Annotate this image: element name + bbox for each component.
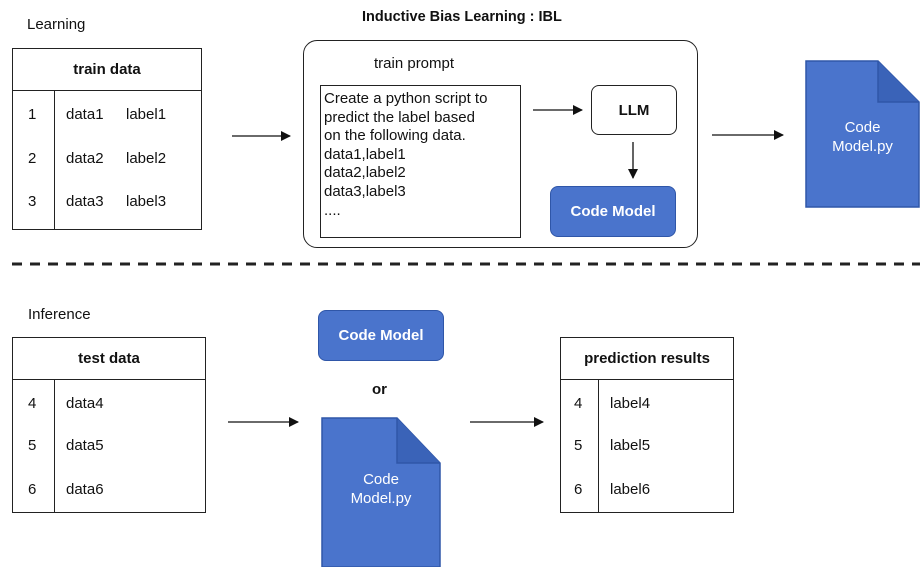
code-model-box: Code Model (550, 186, 676, 237)
code-model-file: Code Model.py (805, 60, 920, 208)
code-model-file-label: Code Model.py (805, 118, 920, 156)
or-label: or (372, 381, 387, 398)
prompt-line: on the following data. (324, 127, 466, 145)
diagram-title: Inductive Bias Learning : IBL (362, 9, 562, 25)
row-index: 5 (574, 437, 583, 454)
row-index: 6 (574, 481, 583, 498)
inference-code-model-file: Code Model.py (321, 417, 441, 567)
row-index: 5 (28, 437, 37, 454)
prediction-results-header: prediction results (561, 338, 733, 380)
doc-label-line2: Model.py (832, 138, 893, 155)
inference-file-label: Code Model.py (321, 470, 441, 508)
train-prompt-caption: train prompt (374, 55, 455, 72)
train-data-header: train data (13, 49, 201, 91)
prompt-line: predict the label based (324, 108, 475, 126)
doc-label-line1: Code (363, 471, 399, 488)
row-index: 1 (28, 106, 37, 123)
prompt-line: data3,label3 (324, 182, 406, 200)
row-label: label2 (126, 150, 167, 167)
inference-code-model-box: Code Model (318, 310, 444, 361)
prompt-line: data2,label2 (324, 164, 406, 182)
row-index: 2 (28, 150, 37, 167)
row-data: data2 (66, 150, 104, 167)
row-label: label4 (610, 395, 651, 412)
ibl-container (303, 40, 698, 248)
document-icon (321, 417, 441, 567)
row-data: data5 (66, 437, 104, 454)
row-data: data1 (66, 106, 104, 123)
prompt-line: .... (324, 201, 341, 219)
test-data-table: test data 4 data4 5 data5 6 data6 (12, 337, 206, 513)
inference-section-label: Inference (28, 306, 91, 323)
llm-box: LLM (591, 85, 677, 135)
learning-section-label: Learning (27, 16, 86, 33)
test-data-header: test data (13, 338, 205, 380)
row-data: data6 (66, 481, 104, 498)
prompt-line: data1,label1 (324, 145, 406, 163)
document-icon (805, 60, 920, 208)
prompt-line: Create a python script to (324, 90, 488, 107)
row-index: 4 (28, 395, 37, 412)
prediction-results-table: prediction results 4 label4 5 label5 6 l… (560, 337, 734, 513)
row-data: data4 (66, 395, 104, 412)
train-prompt-box: Create a python script to predict the la… (320, 85, 521, 238)
table-column-divider (54, 90, 55, 229)
row-data: data3 (66, 193, 104, 210)
train-data-table: train data 1 data1 label1 2 data2 label2… (12, 48, 202, 230)
doc-label-line1: Code (844, 119, 881, 136)
table-column-divider (54, 379, 55, 512)
doc-label-line2: Model.py (350, 490, 412, 507)
row-label: label3 (126, 193, 167, 210)
table-column-divider (598, 379, 599, 512)
row-index: 3 (28, 193, 37, 210)
row-label: label5 (610, 437, 651, 454)
row-label: label6 (610, 481, 651, 498)
row-index: 6 (28, 481, 37, 498)
row-index: 4 (574, 395, 583, 412)
row-label: label1 (126, 106, 167, 123)
